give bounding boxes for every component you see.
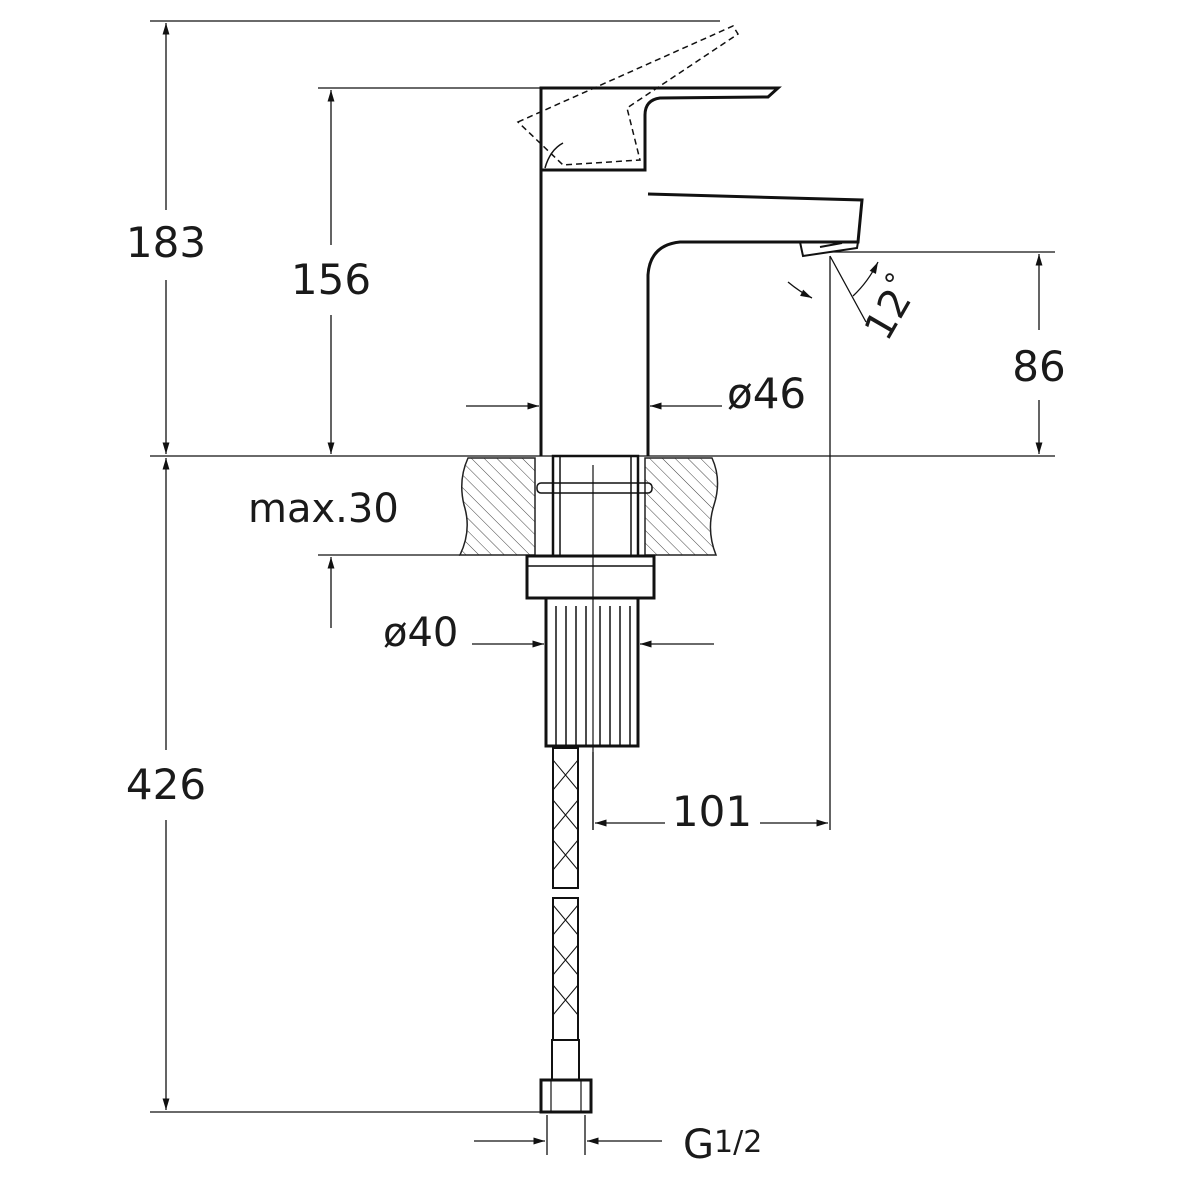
countertop-hatch-left xyxy=(458,457,536,556)
mounting-nut xyxy=(525,554,656,600)
label-426: 426 xyxy=(126,760,206,809)
stud-grooves xyxy=(555,606,631,746)
hose-upper-braid xyxy=(552,759,579,871)
angle-arc-right xyxy=(852,261,879,297)
label-183: 183 xyxy=(126,218,206,267)
label-g12: G1/2 xyxy=(683,1122,762,1168)
shank-assembly xyxy=(525,454,656,830)
angle-ref-line xyxy=(829,255,867,323)
stud-body xyxy=(544,596,640,748)
dimension-lines xyxy=(150,20,1055,1155)
label-156: 156 xyxy=(291,255,371,304)
label-46: ø46 xyxy=(727,369,806,418)
faucet-body xyxy=(516,25,864,456)
label-max30: max.30 xyxy=(248,486,399,532)
body-cylinder xyxy=(539,170,864,456)
label-12-degrees: 12° xyxy=(852,267,928,348)
hose-upper xyxy=(552,747,579,889)
hose-ferrule xyxy=(551,1039,580,1081)
lever-handle xyxy=(539,86,782,172)
label-86: 86 xyxy=(1012,342,1065,391)
label-40: ø40 xyxy=(383,610,458,656)
countertop-section xyxy=(150,455,1055,556)
dimension-labels: 183 156 86 ø46 max.30 ø40 426 101 12° G1… xyxy=(126,218,1066,1168)
lever-raised-arc xyxy=(544,142,564,169)
hose-lower-braid xyxy=(552,904,579,1016)
hose-nut xyxy=(539,1078,593,1114)
spout-aerator xyxy=(799,241,859,258)
angle-arc-left xyxy=(787,281,813,299)
washer xyxy=(536,482,653,494)
label-101: 101 xyxy=(672,787,752,836)
threaded-shank xyxy=(551,454,640,558)
lever-raised-outline xyxy=(516,25,740,166)
countertop-hatch-right xyxy=(644,457,719,556)
supply-hose xyxy=(539,747,593,1114)
